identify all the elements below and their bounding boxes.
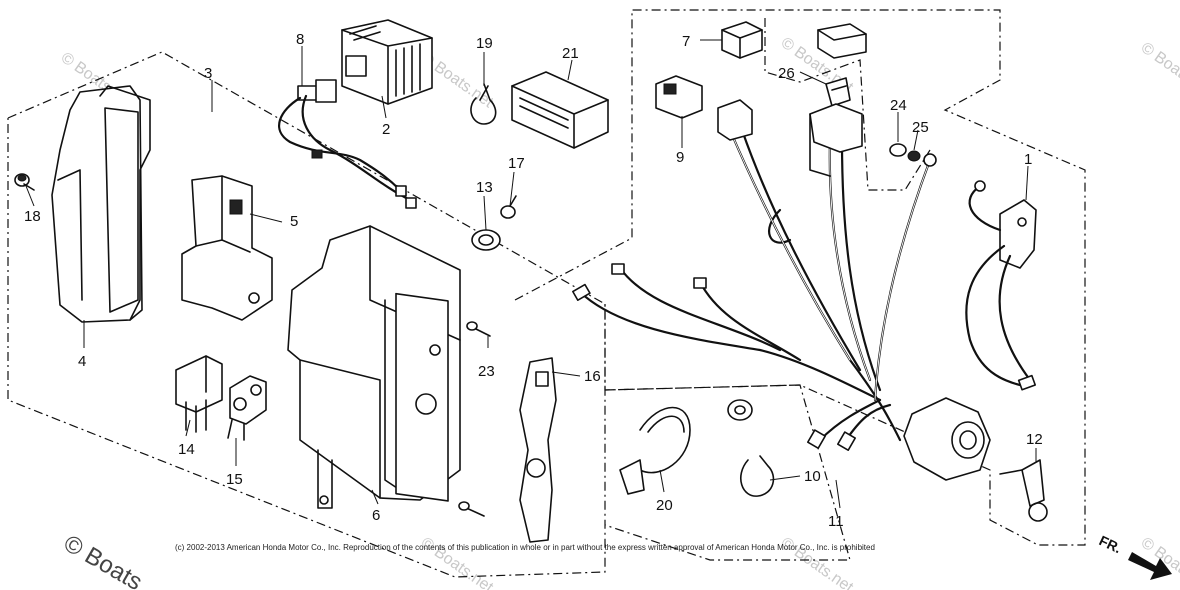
callout-11: 11 xyxy=(828,513,844,530)
leader-lines xyxy=(25,39,1037,509)
callout-14: 14 xyxy=(178,441,195,458)
callout-10: 10 xyxy=(804,468,821,485)
callout-labels: 1 2 3 4 5 6 7 8 9 10 11 12 13 14 15 16 1… xyxy=(24,31,1043,530)
callout-24: 24 xyxy=(890,97,907,114)
part-18-bolt xyxy=(14,173,35,191)
part-6-box xyxy=(287,225,461,509)
frame-inner xyxy=(764,18,931,191)
part-13-clamp xyxy=(471,229,501,251)
callout-17: 17 xyxy=(508,155,525,172)
callout-5: 5 xyxy=(290,213,298,230)
callout-18: 18 xyxy=(24,208,41,225)
part-screw-bottom xyxy=(458,501,485,517)
watermark-corner: © Boats xyxy=(59,530,147,590)
callout-20: 20 xyxy=(656,497,673,514)
part-23-screw xyxy=(466,321,491,337)
callout-25: 25 xyxy=(912,119,929,136)
front-arrow-icon xyxy=(1128,552,1172,580)
callout-1: 1 xyxy=(1024,151,1032,168)
part-14-switch xyxy=(175,355,223,433)
part-15-switch xyxy=(227,375,267,441)
part-17-screw xyxy=(500,195,517,219)
part-20-strap xyxy=(619,406,691,495)
frame-left-assembly xyxy=(7,51,606,578)
part-4-cover xyxy=(51,85,151,323)
group-frames xyxy=(7,9,1086,578)
callout-2: 2 xyxy=(382,121,390,138)
callout-13: 13 xyxy=(476,179,493,196)
callout-9: 9 xyxy=(676,149,684,166)
frame-harness xyxy=(514,9,1086,546)
frame-clamps xyxy=(604,384,851,561)
callout-12: 12 xyxy=(1026,431,1043,448)
part-1-switch xyxy=(965,180,1037,391)
part-16-plate xyxy=(519,357,557,543)
part-26-fuse xyxy=(817,23,867,107)
callout-19: 19 xyxy=(476,35,493,52)
callout-3: 3 xyxy=(204,65,212,82)
callout-6: 6 xyxy=(372,507,380,524)
part-5-bracket xyxy=(181,175,273,321)
part-2-regulator xyxy=(341,19,433,105)
callout-8: 8 xyxy=(296,31,304,48)
callout-4: 4 xyxy=(78,353,86,370)
part-21-pad xyxy=(511,71,609,149)
part-24-nut xyxy=(889,143,907,157)
callout-23: 23 xyxy=(478,363,495,380)
part-12-ignition xyxy=(903,397,1048,522)
callout-26: 26 xyxy=(778,65,795,82)
part-7-relay xyxy=(721,21,763,59)
front-marker-label: FR. xyxy=(1097,532,1124,556)
part-8-connector xyxy=(278,79,417,209)
part-11-harness xyxy=(572,99,937,451)
part-10-clip xyxy=(727,399,775,497)
watermark-4: © Boats.net xyxy=(1138,39,1180,101)
callout-16: 16 xyxy=(584,368,601,385)
part-25-washer xyxy=(907,150,921,162)
part-19-clip xyxy=(470,83,497,125)
part-9-cap xyxy=(655,75,703,119)
callout-7: 7 xyxy=(682,33,690,50)
callout-21: 21 xyxy=(562,45,579,62)
callout-15: 15 xyxy=(226,471,243,488)
copyright-notice: (c) 2002-2013 American Honda Motor Co., … xyxy=(175,543,875,552)
